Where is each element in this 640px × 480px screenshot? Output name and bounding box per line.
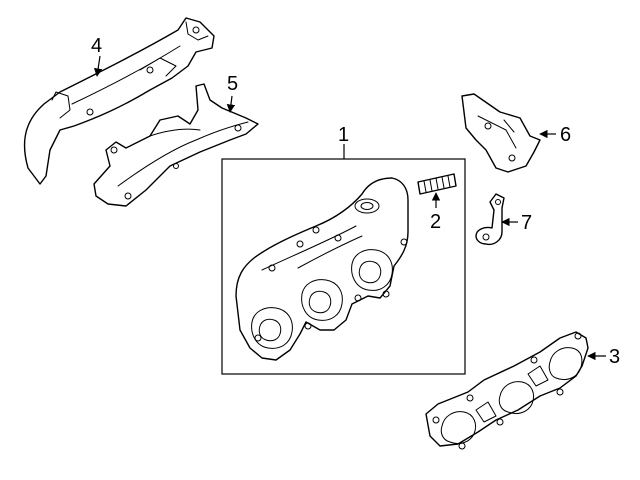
heat-shield-lower bbox=[93, 83, 259, 207]
stud bbox=[417, 173, 457, 195]
bracket-upper bbox=[461, 93, 541, 173]
callout-6: 6 bbox=[560, 124, 571, 146]
heat-shield-upper bbox=[23, 17, 215, 185]
exhaust-manifold bbox=[235, 177, 409, 361]
manifold-gasket bbox=[425, 331, 589, 450]
callout-4: 4 bbox=[91, 35, 102, 57]
callout-7: 7 bbox=[521, 212, 532, 234]
callout-2: 2 bbox=[430, 211, 441, 233]
leader-lines bbox=[93, 55, 606, 361]
callout-5: 5 bbox=[227, 73, 238, 95]
callout-3: 3 bbox=[609, 346, 620, 368]
callout-1: 1 bbox=[338, 124, 349, 146]
bracket-small bbox=[475, 193, 505, 246]
